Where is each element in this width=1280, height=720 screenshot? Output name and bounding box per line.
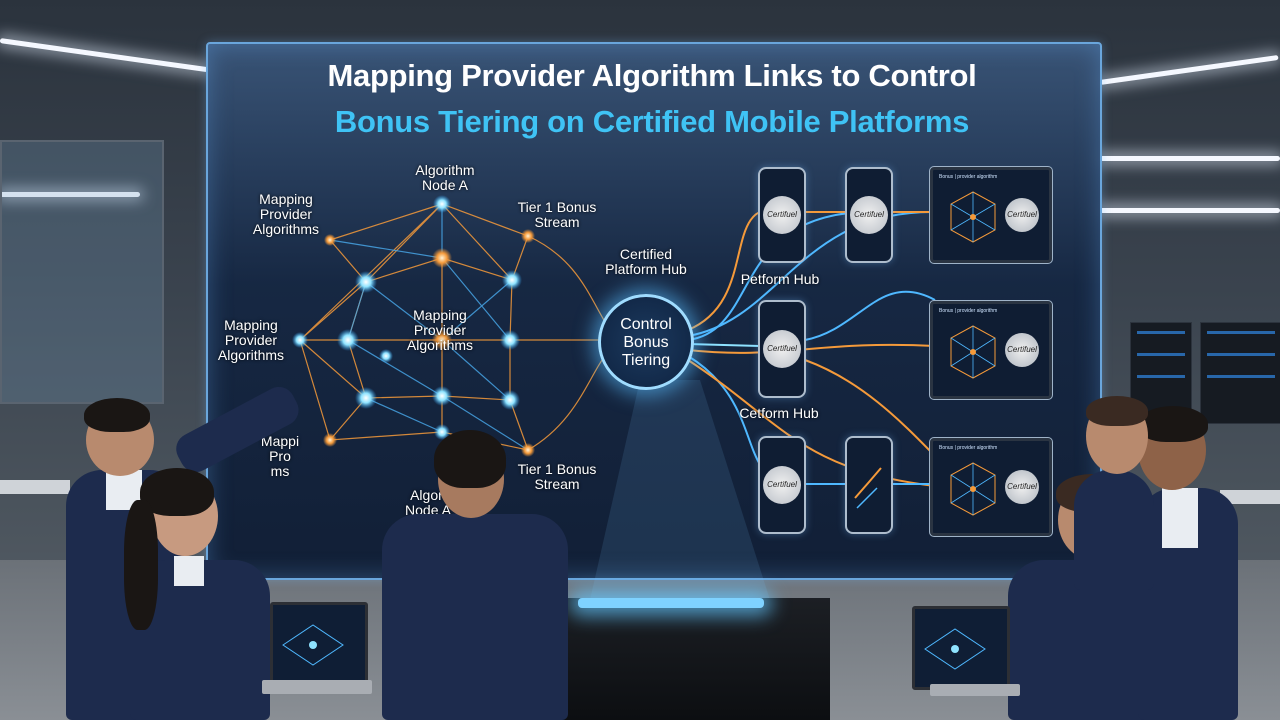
projector-light: [578, 598, 764, 608]
server-rack: [1200, 322, 1280, 424]
laptop-keyboard-right: [930, 684, 1020, 696]
label-mapping-provider-left: Mapping Provider Algorithms: [217, 317, 285, 363]
certified-badge: Certifuel: [1005, 333, 1039, 367]
ceiling-light: [1100, 156, 1280, 161]
phone-graphic: [854, 467, 882, 509]
laptop-keyboard-left: [262, 680, 372, 694]
tablet-device: Bonus | provider algorithm Certifuel: [929, 166, 1053, 264]
label-tier1-bonus-bottom: Tier 1 Bonus Stream: [517, 461, 597, 492]
tablet-network-graphic: [950, 325, 996, 379]
certified-badge: Certifuel: [850, 196, 888, 234]
label-platform-hub-top: Petform Hub: [740, 271, 820, 287]
tablet-network-graphic: [950, 191, 996, 243]
label-algorithm-node-a-top: Algorithm Node A: [415, 162, 475, 193]
certified-badge: Certifuel: [763, 196, 801, 234]
background-desk: [1220, 490, 1280, 504]
projector-pedestal: [560, 598, 830, 720]
projection-beam: [590, 380, 770, 600]
tablet-header: Bonus | provider algorithm: [939, 308, 998, 314]
label-algorithm-node-a-bottom: Algori Node A: [405, 487, 451, 518]
tablet-header: Bonus | provider algorithm: [939, 445, 998, 451]
display-subtitle: Bonus Tiering on Certified Mobile Platfo…: [334, 104, 970, 139]
label-mapping-provider-top: Mapping Provider Algorithms: [252, 191, 320, 237]
flow-streams: [687, 208, 936, 487]
control-bonus-tiering-hub: [598, 294, 694, 390]
ceiling-light: [0, 192, 140, 197]
background-desk: [0, 480, 70, 494]
laptop-screen-right: [912, 606, 1010, 690]
mobile-device: Certifuel: [758, 436, 806, 534]
certified-badge: Certifuel: [763, 466, 801, 504]
certified-badge: Certifuel: [1005, 470, 1039, 504]
mobile-device: Certifuel: [758, 300, 806, 398]
tablet-network-graphic: [950, 462, 996, 516]
glass-wall: [0, 140, 164, 404]
laptop-graphic: [282, 624, 344, 666]
tablet-device: Bonus | provider algorithm Certifuel: [929, 437, 1053, 537]
laptop-graphic: [924, 628, 986, 670]
label-mapping-provider-center: Mapping Provider Algorithms: [406, 307, 474, 353]
display-title: Mapping Provider Algorithm Links to Cont…: [327, 58, 977, 93]
ceiling-light: [1100, 208, 1280, 213]
tablet-device: Bonus | provider algorithm Certifuel: [929, 300, 1053, 400]
mobile-device: Certifuel: [758, 167, 806, 263]
mobile-device: [845, 436, 893, 534]
certified-badge: Certifuel: [763, 330, 801, 368]
network-nodes: [292, 195, 535, 457]
mobile-device: Certifuel: [845, 167, 893, 263]
label-mapping-provider-bottom: Mappi Pro ms: [260, 433, 300, 479]
label-platform-hub-bottom: Cetform Hub: [739, 405, 819, 421]
laptop-screen-left: [270, 602, 368, 688]
certified-badge: Certifuel: [1005, 198, 1039, 232]
label-tier1-bonus-top: Tier 1 Bonus Stream: [517, 199, 597, 230]
tablet-header: Bonus | provider algorithm: [939, 174, 998, 180]
label-certified-platform-hub: Certified Platform Hub: [605, 246, 687, 277]
hub-label: Control Bonus Tiering: [620, 316, 672, 369]
